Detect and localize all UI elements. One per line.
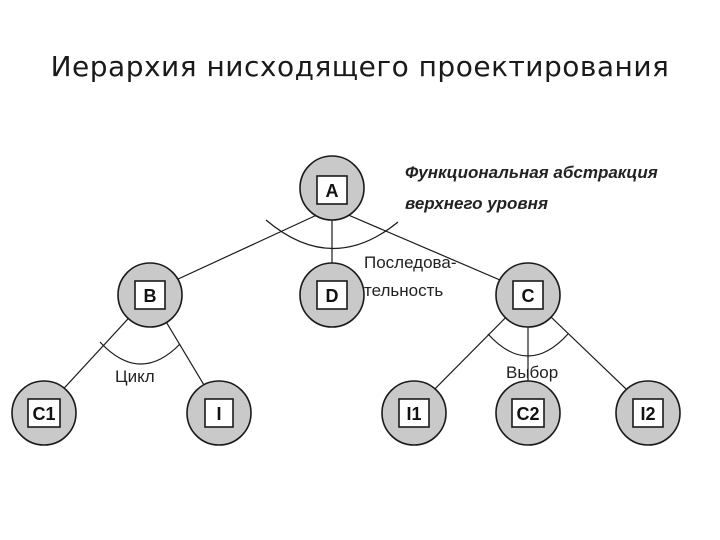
node-b-label: B: [144, 286, 157, 306]
edge-a-b: [149, 207, 333, 293]
edge-a-c: [331, 207, 529, 293]
node-i-box: [204, 398, 234, 428]
node-c1: C1: [11, 380, 77, 446]
node-d-box: [316, 280, 348, 310]
node-c1-box: [27, 398, 61, 428]
node-c-box: [512, 280, 544, 310]
node-i1-label: I1: [406, 404, 421, 424]
node-b-box: [134, 280, 166, 310]
node-a-box: [316, 175, 348, 205]
node-i1: I1: [381, 380, 447, 446]
choice-label: Выбор: [506, 363, 558, 382]
loop-arc: [99, 341, 181, 365]
node-c: C: [495, 262, 561, 328]
slide-title: Иерархия нисходящего проектирования: [50, 50, 670, 83]
sequence-arc: [265, 219, 399, 250]
abstraction-label-line2: верхнего уровня: [405, 194, 548, 213]
node-a-label: A: [326, 181, 339, 201]
node-i: I: [186, 380, 252, 446]
sequence-label-line2: тельность: [364, 281, 443, 300]
composition-arcs: [99, 219, 569, 365]
node-i1-box: [398, 398, 430, 428]
choice-arc: [487, 333, 569, 357]
node-d-label: D: [326, 286, 339, 306]
node-c2: C2: [495, 380, 561, 446]
node-i2-box: [632, 398, 664, 428]
node-a: A: [299, 155, 365, 221]
node-d: D: [299, 262, 365, 328]
node-i2: I2: [615, 380, 681, 446]
abstraction-label-line1: Функциональная абстракция: [405, 163, 658, 182]
node-c-label: C: [522, 286, 535, 306]
node-c1-label: C1: [32, 404, 55, 424]
node-c2-box: [511, 398, 545, 428]
loop-label: Цикл: [115, 367, 155, 386]
node-c2-label: C2: [516, 404, 539, 424]
sequence-label-line1: Последова-: [364, 253, 457, 272]
node-i-label: I: [216, 404, 221, 424]
node-b: B: [117, 262, 183, 328]
node-i2-label: I2: [640, 404, 655, 424]
